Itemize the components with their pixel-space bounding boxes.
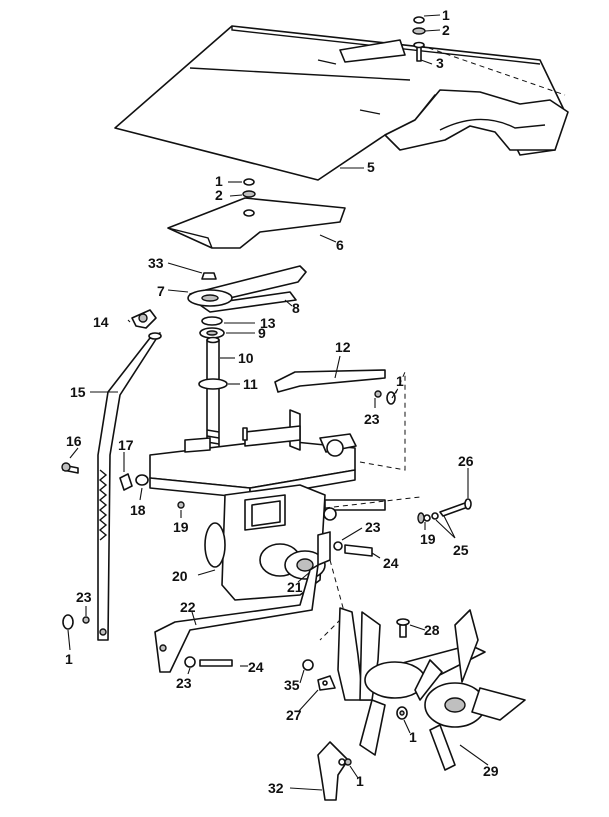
axle-bolts-right [324,496,472,524]
callout-18: 18 [130,502,146,518]
callout-21: 21 [287,579,303,595]
callout-29: 29 [483,763,499,779]
callout-19: 19 [420,531,436,547]
callout-1: 1 [215,173,223,189]
callout-17: 17 [118,437,134,453]
callout-3: 3 [436,55,444,71]
callout-16: 16 [66,433,82,449]
callout-15: 15 [70,384,86,400]
tine-assembly [337,607,526,771]
depth-stake [154,531,373,673]
callout-23: 23 [76,589,92,605]
callout-1: 1 [396,373,404,389]
callout-32: 32 [268,780,284,796]
drive-shaft [198,336,228,451]
callout-20: 20 [172,568,188,584]
callout-14: 14 [93,314,109,330]
pulley-blade-assembly [187,265,307,339]
callout-numbers: 1 2 3 5 1 2 6 33 7 8 14 13 9 10 11 15 12… [65,7,499,796]
handle-bracket [274,369,396,405]
small-fasteners-left [61,462,185,630]
callout-33: 33 [148,255,164,271]
callout-23: 23 [365,519,381,535]
callout-11: 11 [243,376,258,392]
callout-12: 12 [335,339,351,355]
callout-22: 22 [180,599,196,615]
handle-clamp [131,309,157,329]
drag-bar-parts [302,659,336,691]
callout-6: 6 [336,237,344,253]
callout-26: 26 [458,453,474,469]
callout-1: 1 [442,7,450,23]
callout-24: 24 [248,659,264,675]
callout-24: 24 [383,555,399,571]
callout-8: 8 [292,300,300,316]
callout-10: 10 [238,350,254,366]
callout-23: 23 [364,411,380,427]
gear-housing [149,371,406,601]
callout-1: 1 [409,729,417,745]
callout-27: 27 [286,707,302,723]
callout-28: 28 [424,622,440,638]
tine-blade [317,741,352,801]
callout-19: 19 [173,519,189,535]
callout-2: 2 [442,22,450,38]
callout-1: 1 [65,651,73,667]
callout-23: 23 [176,675,192,691]
callout-13: 13 [260,315,276,331]
callout-9: 9 [258,325,266,341]
callout-1: 1 [356,773,364,789]
hood-shield [114,25,569,181]
callout-5: 5 [367,159,375,175]
callout-2: 2 [215,187,223,203]
callout-35: 35 [284,677,300,693]
handle-bar [97,332,162,641]
leader-lines [67,14,489,791]
depth-plate [167,178,346,249]
callout-7: 7 [157,283,165,299]
callout-25: 25 [453,542,469,558]
